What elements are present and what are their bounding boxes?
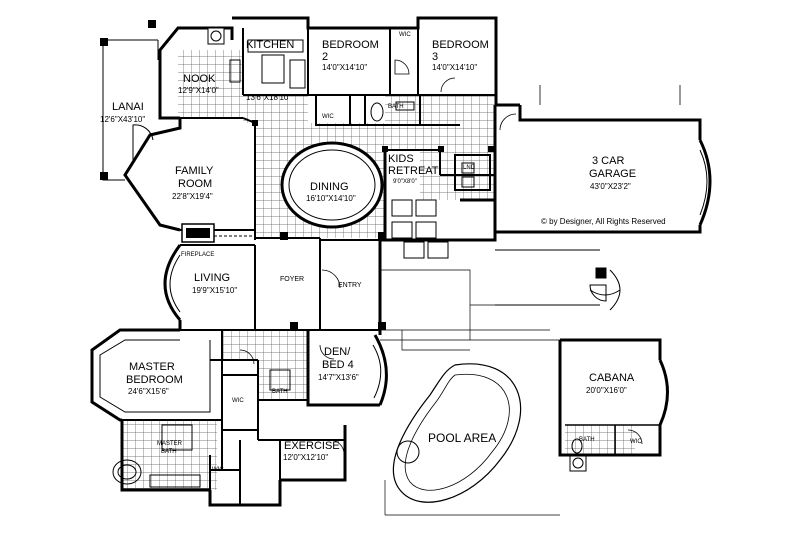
interior-walls — [122, 28, 496, 505]
foyer-label: FOYER — [280, 276, 305, 283]
fireplace-label: FIREPLACE — [181, 252, 215, 258]
garage-walls — [493, 85, 712, 240]
copyright-text: © by Designer, All Rights Reserved — [541, 217, 666, 226]
kids-retreat-label-2: RETREAT — [388, 165, 439, 177]
bedroom3-number: 3 — [432, 51, 439, 63]
entry-pavers — [391, 199, 449, 259]
den-label-2: BED 4 — [322, 359, 354, 371]
bedroom3-label: BEDROOM — [432, 39, 489, 51]
fireplace-block — [181, 223, 255, 243]
kitchen-fixtures — [229, 39, 306, 89]
exercise-dims: 12'0"X12'10" — [283, 453, 329, 462]
family-room-label: FAMILY — [175, 165, 214, 177]
breezeway — [495, 249, 621, 311]
kids-bath-label: BATH — [388, 104, 404, 110]
cabana-label: CABANA — [589, 372, 635, 384]
master-bath-label-2: BATH — [161, 449, 177, 455]
garage-dims: 43'0"X23'2" — [590, 182, 631, 191]
master-wic2-label: WIC — [212, 467, 224, 473]
bedroom2-label: BEDROOM — [322, 39, 379, 51]
exterior-walls — [90, 16, 520, 507]
lanai-dims: 12'6"X43'10" — [100, 115, 146, 124]
ac-units — [207, 27, 587, 472]
columns — [100, 20, 494, 330]
living-bay-inner — [169, 254, 181, 313]
garage-label-2: GARAGE — [589, 168, 637, 180]
nook-label: NOOK — [183, 73, 216, 85]
entry-label: ENTRY — [338, 282, 362, 289]
living-dims: 19'9"X15'10" — [192, 286, 238, 295]
kids-retreat-dims: 9'0"X8'0" — [393, 179, 417, 185]
family-door-arc — [132, 124, 154, 160]
exercise-label: EXERCISE — [284, 440, 340, 452]
living-label: LIVING — [194, 272, 231, 284]
nook-dims: 12'9"X14'0" — [178, 86, 219, 95]
kids-retreat-label: KIDS — [388, 153, 414, 165]
door-swings — [239, 59, 643, 455]
master-bay-inner — [99, 339, 211, 413]
family-room-dims: 22'8"X19'4" — [172, 192, 213, 201]
kitchen-label: KITCHEN — [246, 39, 295, 51]
master-bedroom-dims: 24'6"X15'6" — [128, 387, 169, 396]
cabana-bath-label: BATH — [579, 437, 595, 443]
pool — [392, 363, 522, 503]
bedroom2-number: 2 — [322, 51, 329, 63]
dining-oval — [280, 141, 384, 229]
family-room-label-2: ROOM — [178, 178, 213, 190]
cabana-walls — [558, 338, 669, 457]
den-label: DEN/ — [324, 346, 351, 358]
den-bath-label: BATH — [272, 389, 288, 395]
bedroom2-dims: 14'0"X14'10" — [322, 63, 368, 72]
kitchen-dims: 13'6"X18'10" — [246, 93, 292, 102]
bedroom3-wic-label: WIC — [399, 32, 411, 38]
pool-area-label: POOL AREA — [428, 431, 497, 445]
den-bay-inner — [372, 344, 382, 399]
den-dims: 14'7"X13'6" — [318, 373, 359, 382]
master-bedroom-label: MASTER — [129, 361, 175, 373]
bedroom3-dims: 14'0"X14'10" — [432, 63, 478, 72]
master-bath-label: MASTER — [157, 441, 183, 447]
laundry-label: LND — [463, 165, 476, 171]
dining-label: DINING — [310, 181, 349, 193]
lanai-label: LANAI — [112, 101, 144, 113]
bath-fixtures — [112, 101, 583, 488]
cabana-dims: 20'0"X16'0" — [586, 386, 627, 395]
master-wic-label: WIC — [232, 398, 244, 404]
cabana-wic-label: WIC — [630, 439, 642, 445]
garage-label: 3 CAR — [592, 155, 625, 167]
bedroom2-wic-label: WIC — [322, 114, 334, 120]
dining-dims: 16'10"X14'10" — [306, 194, 356, 203]
master-bedroom-label-2: BEDROOM — [126, 374, 183, 386]
